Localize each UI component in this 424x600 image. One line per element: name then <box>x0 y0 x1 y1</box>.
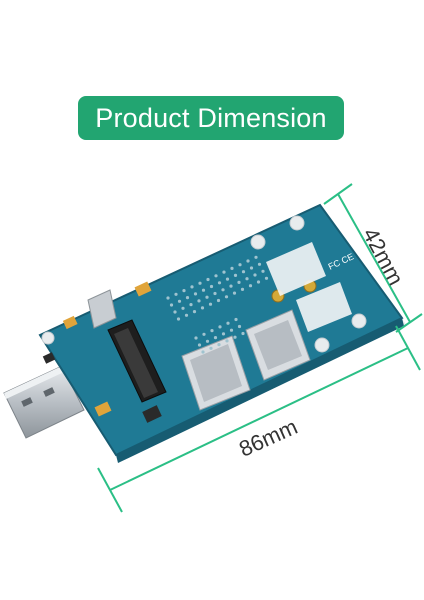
capacitor <box>134 281 152 297</box>
pad <box>246 259 250 263</box>
usb-a-plug <box>3 365 85 439</box>
pad <box>233 273 238 277</box>
mount-hole-left <box>41 331 55 345</box>
pad <box>209 346 213 350</box>
pad <box>184 313 189 317</box>
pad <box>232 291 237 295</box>
pad <box>234 317 238 322</box>
product-dimension-title: Product Dimension <box>78 96 344 140</box>
pad <box>229 284 233 288</box>
pad <box>217 343 221 347</box>
pad <box>249 266 254 270</box>
pad <box>229 328 234 332</box>
pad <box>200 306 205 310</box>
pad <box>190 285 194 289</box>
pad <box>174 292 178 296</box>
chip <box>42 352 56 364</box>
pad <box>176 317 181 321</box>
pad <box>194 336 198 340</box>
usb-c-port <box>87 289 117 329</box>
pad-grid <box>166 255 269 354</box>
pad <box>225 339 229 343</box>
sim-slot-right <box>245 309 311 381</box>
pad <box>245 277 249 281</box>
pad <box>253 273 257 277</box>
mount-hole-top <box>250 234 266 250</box>
pad <box>202 332 206 336</box>
pad <box>197 343 202 347</box>
pad <box>218 325 222 329</box>
mount-hole-top-right <box>289 215 305 231</box>
silkscreen-area <box>296 282 352 332</box>
pad <box>261 269 265 273</box>
pad <box>198 281 202 285</box>
pad <box>205 339 210 343</box>
pad <box>185 296 190 300</box>
pad <box>214 274 218 278</box>
pad <box>256 280 261 284</box>
pad <box>222 270 226 274</box>
capacitor <box>62 315 78 330</box>
pad <box>173 310 177 314</box>
pad <box>177 299 182 303</box>
pad <box>209 284 214 289</box>
pad <box>221 332 226 336</box>
pad <box>169 303 174 307</box>
pad <box>197 299 201 303</box>
chip <box>142 405 162 423</box>
sim-slot-left <box>181 335 251 411</box>
pad <box>208 302 213 306</box>
pad <box>193 292 198 296</box>
pad <box>230 266 234 270</box>
title-text: Product Dimension <box>95 102 327 133</box>
pad <box>241 331 245 336</box>
mount-hole-bottom-right <box>314 337 330 353</box>
pad <box>257 262 262 266</box>
pad <box>237 280 241 284</box>
pad <box>225 277 230 281</box>
pad <box>206 277 210 282</box>
pad <box>192 310 197 314</box>
pad <box>224 295 229 299</box>
width-label: 86mm <box>235 414 301 462</box>
pad <box>241 270 246 274</box>
mount-hole-right <box>351 313 367 329</box>
pad <box>210 329 214 333</box>
pad <box>217 281 222 285</box>
pad <box>264 276 269 280</box>
pad <box>205 295 209 299</box>
pad <box>213 336 218 340</box>
pad <box>233 335 237 339</box>
pad <box>240 287 245 291</box>
pad <box>248 284 253 288</box>
pad <box>216 298 221 303</box>
silkscreen-area <box>266 242 326 296</box>
pad <box>201 350 205 354</box>
pad <box>201 288 206 292</box>
pad <box>221 288 225 292</box>
pad <box>181 306 185 310</box>
pad <box>238 263 242 267</box>
pad <box>237 324 242 329</box>
pcb-board: FC CE <box>38 203 404 463</box>
pad <box>226 321 230 325</box>
pad <box>182 289 186 293</box>
capacitor <box>94 401 112 417</box>
pad <box>254 255 258 259</box>
pad <box>189 303 193 307</box>
pad <box>213 291 217 296</box>
pad <box>166 296 170 300</box>
